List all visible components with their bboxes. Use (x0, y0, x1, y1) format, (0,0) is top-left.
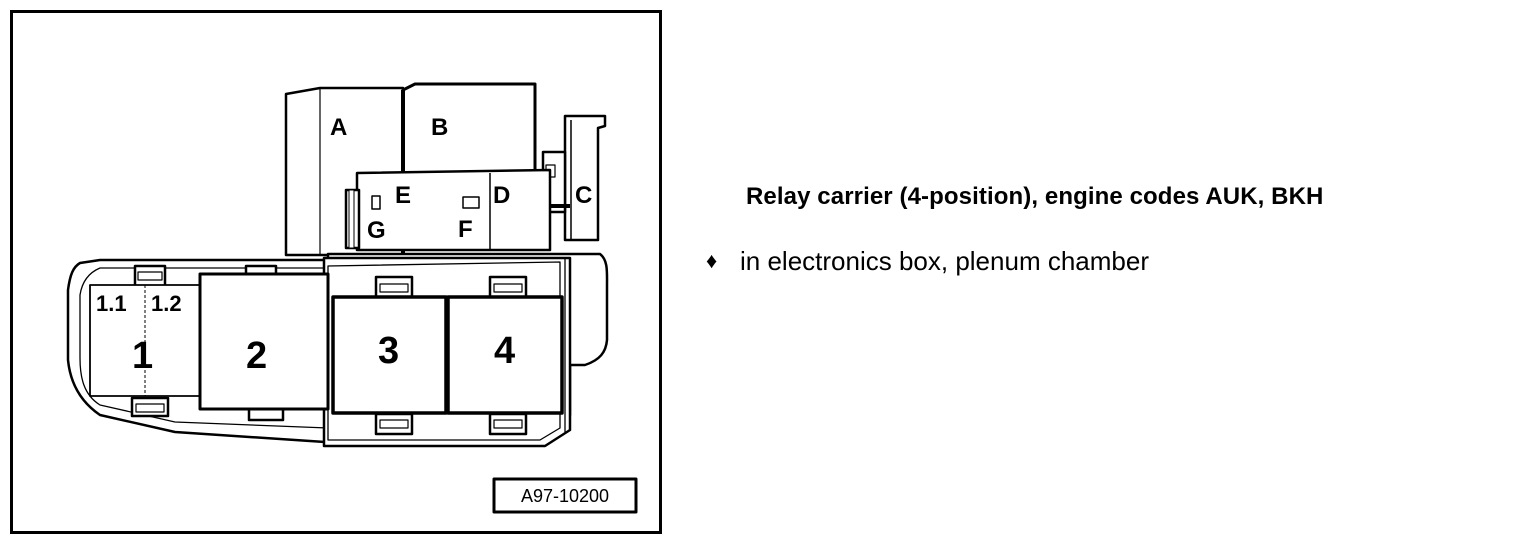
label-d: D (493, 182, 510, 209)
label-e: E (395, 182, 411, 209)
label-position-4: 4 (494, 330, 515, 372)
label-position-1: 1 (132, 335, 153, 377)
figure-id-box (492, 477, 638, 514)
relay-position-1 (89, 284, 201, 397)
label-g: G (367, 217, 386, 244)
bullet-item: ♦ in electronics box, plenum chamber (706, 246, 1149, 277)
bullet-text: in electronics box, plenum chamber (740, 246, 1149, 276)
diagram-frame: A B C D E F G 1.1 1.2 1 2 3 4 A97-10200 (10, 10, 662, 534)
label-c: C (575, 182, 592, 209)
figure-id: A97-10200 (521, 486, 609, 506)
label-f: F (458, 216, 473, 243)
fuse-block-d-e-f-g (344, 168, 570, 252)
label-a: A (330, 114, 347, 141)
relay-position-2 (198, 272, 330, 411)
diamond-bullet-icon: ♦ (706, 248, 718, 273)
caption-title: Relay carrier (4-position), engine codes… (746, 183, 1324, 210)
label-position-3: 3 (378, 330, 399, 372)
label-position-1-1: 1.1 (96, 291, 127, 316)
relay-position-4 (446, 295, 564, 415)
label-position-2: 2 (246, 335, 267, 377)
relay-carrier-diagram: A B C D E F G 1.1 1.2 1 2 3 4 A97-10200 (10, 10, 662, 534)
label-b: B (431, 114, 448, 141)
relay-position-3 (331, 295, 448, 415)
label-position-1-2: 1.2 (151, 291, 182, 316)
